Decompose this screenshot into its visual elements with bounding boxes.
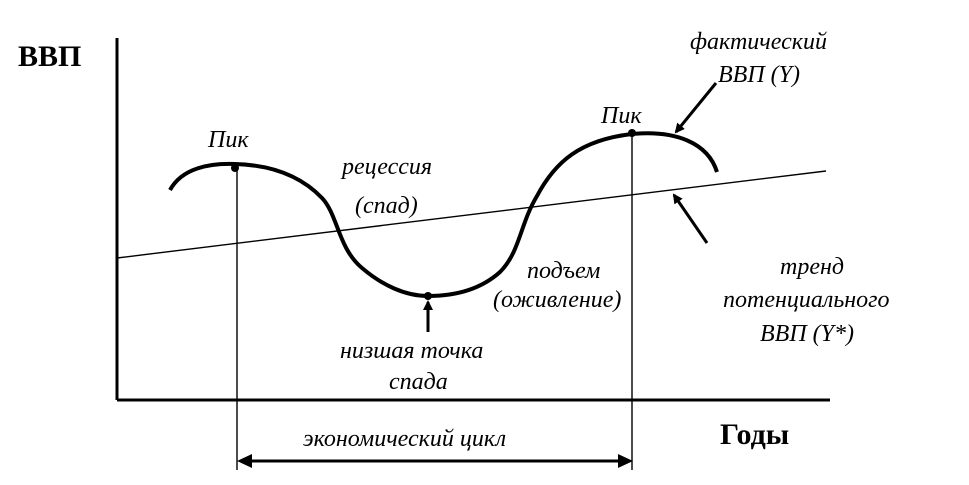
economic-cycle-label: экономический цикл — [303, 426, 506, 452]
actual-gdp-label-line2: ВВП (Y) — [718, 62, 800, 88]
actual-gdp-label-line1: фактический — [690, 29, 827, 55]
trend-label-line2: потенциального — [723, 287, 890, 313]
economic-cycle-arrow-right-head — [618, 454, 633, 468]
recession-label-line1: рецессия — [340, 154, 432, 180]
right-peak-label: Пик — [600, 103, 642, 129]
x-axis-label: Годы — [720, 418, 789, 451]
recovery-label-line2: (оживление) — [493, 287, 621, 313]
trend-label-line1: тренд — [780, 254, 844, 280]
left-peak-label: Пик — [207, 127, 249, 153]
trough-label-line1: низшая точка — [340, 338, 483, 364]
trend-pointer-arrow — [672, 193, 709, 244]
actual-gdp-pointer-arrow — [674, 82, 718, 134]
actual-gdp-curve — [168, 131, 719, 299]
left-peak-point — [231, 164, 239, 172]
recession-label-line2: (спад) — [355, 193, 418, 219]
trend-label-line3: ВВП (Y*) — [760, 321, 854, 347]
y-axis-label: ВВП — [18, 40, 81, 73]
trough-point — [424, 292, 432, 300]
recovery-label-line1: подъем — [527, 258, 600, 284]
economic-cycle-arrow-left-head — [237, 454, 252, 468]
trough-label-line2: спада — [389, 369, 448, 395]
potential-gdp-trend-line — [116, 170, 827, 259]
